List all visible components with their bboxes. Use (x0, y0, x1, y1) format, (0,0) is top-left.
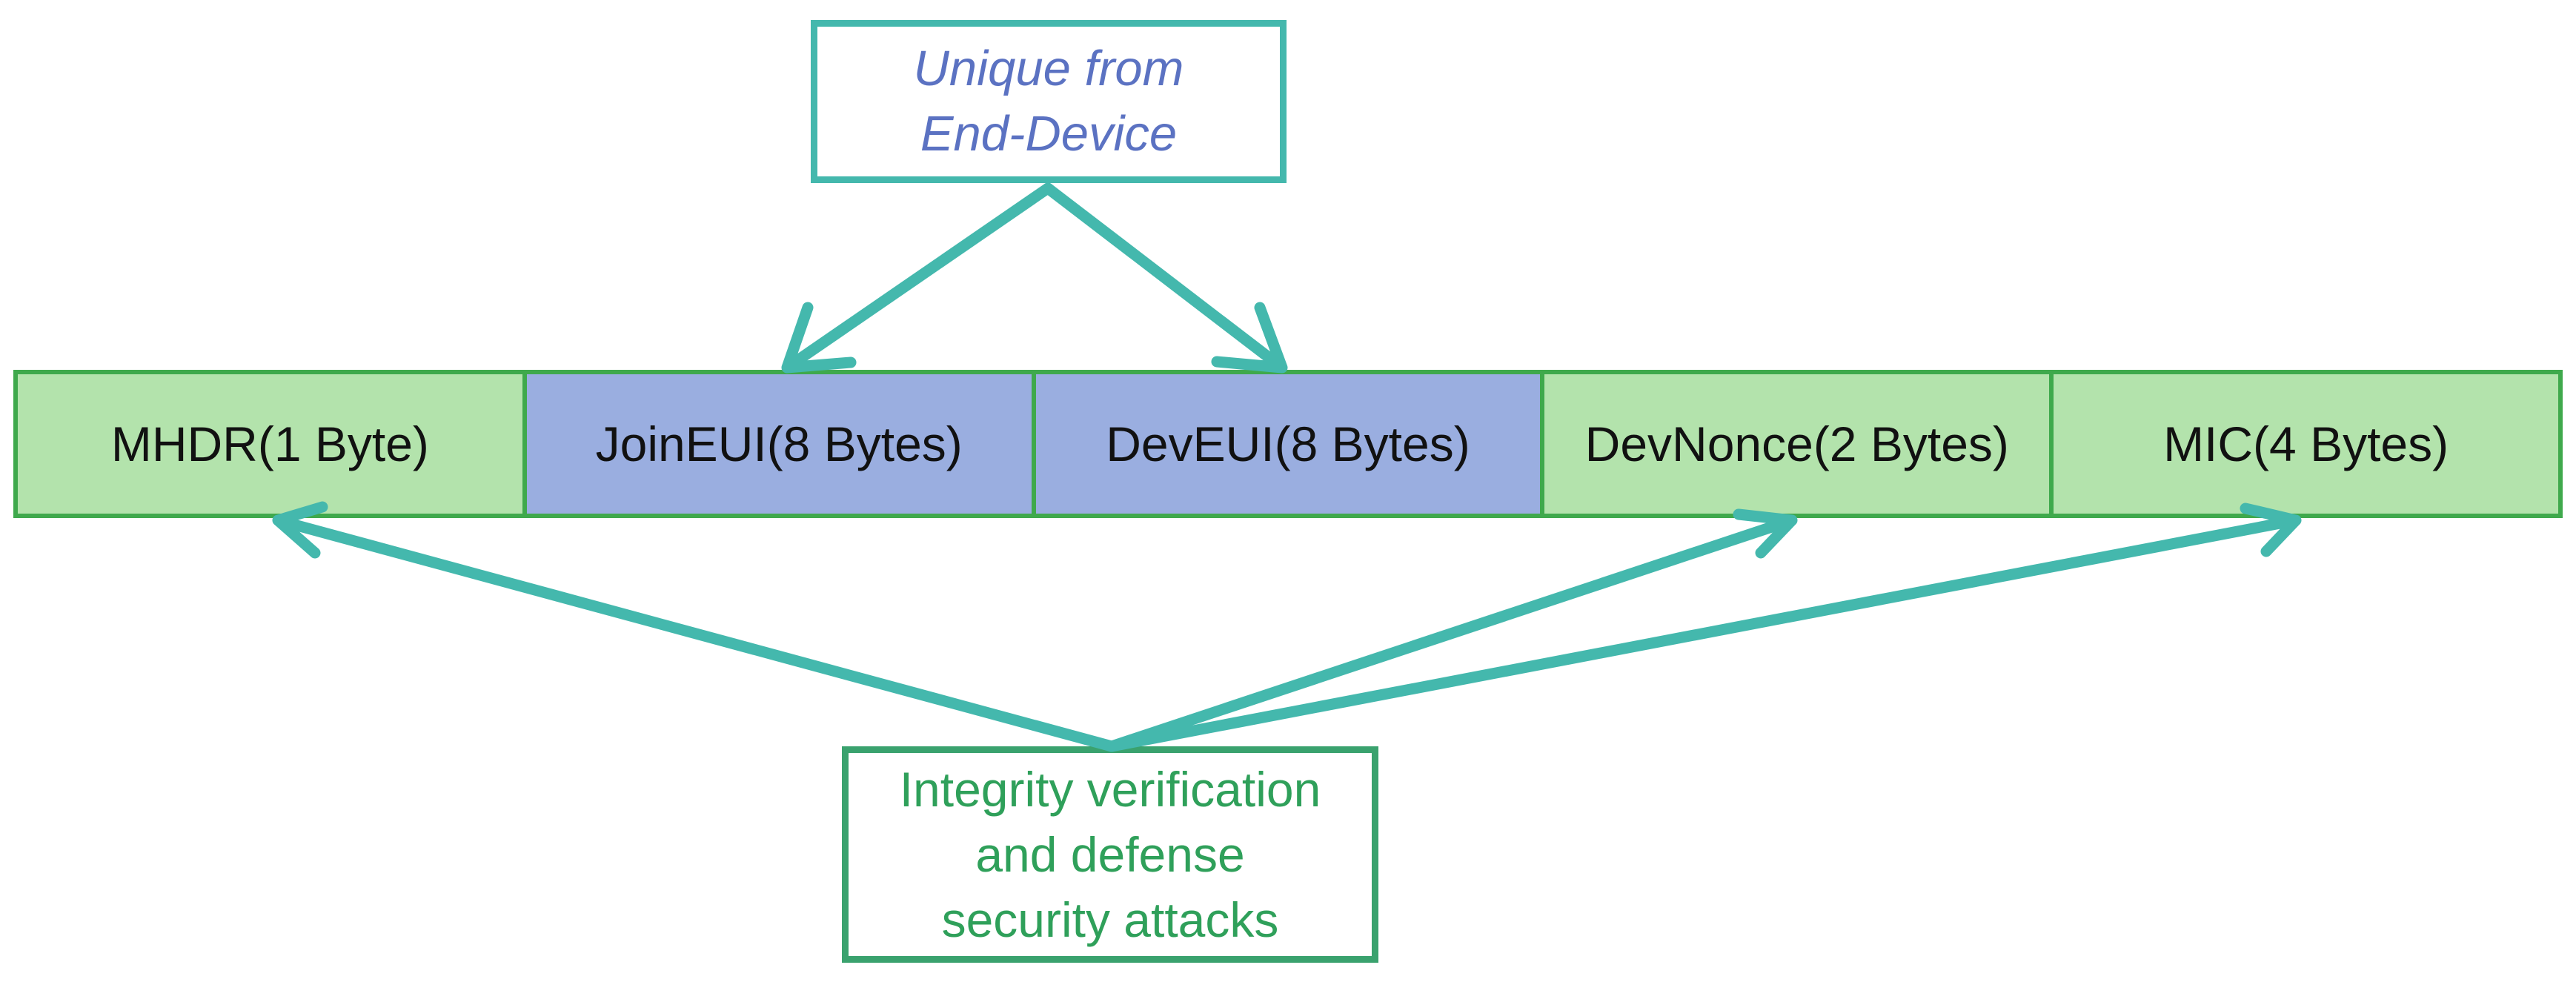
unique-from-end-device-note: Unique from End-Device (811, 20, 1287, 183)
arrow-unique-to-deveui (1042, 182, 1288, 374)
arrow-integrity-to-mhdr (272, 501, 1118, 752)
arrow-unique-to-joineui (781, 182, 1054, 374)
top-note-line-1: Unique from (913, 41, 1184, 96)
bottom-note-line-1: Integrity verification (899, 762, 1321, 817)
field-joineui: JoinEUI(8 Bytes) (522, 374, 1032, 514)
bottom-note-line-2: and defense (975, 827, 1245, 882)
field-devnonce: DevNonce(2 Bytes) (1540, 374, 2050, 514)
field-mic: MIC(4 Bytes) (2049, 374, 2558, 514)
field-mhdr: MHDR(1 Byte) (18, 374, 522, 514)
join-request-frame: MHDR(1 Byte) JoinEUI(8 Bytes) DevEUI(8 B… (13, 370, 2563, 518)
top-note-line-2: End-Device (920, 106, 1178, 162)
field-deveui: DevEUI(8 Bytes) (1031, 374, 1541, 514)
arrow-integrity-to-devnonce (1106, 508, 1798, 752)
bottom-note-line-3: security attacks (941, 892, 1279, 947)
arrow-integrity-to-mic (1106, 502, 2302, 752)
